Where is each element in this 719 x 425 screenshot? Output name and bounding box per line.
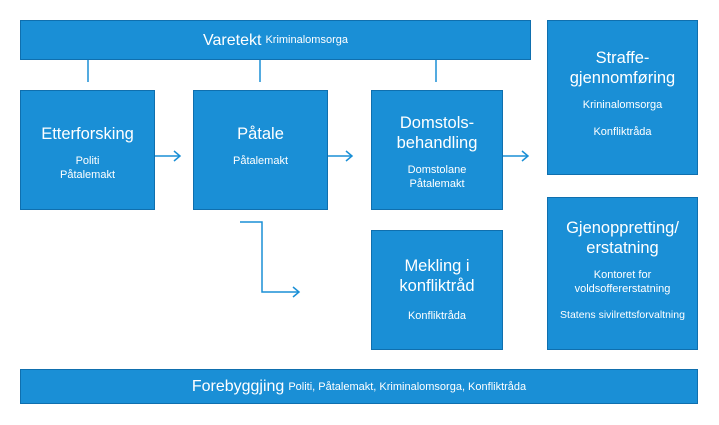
- forebyggjing-sub: Politi, Påtalemakt, Kriminalomsorga, Kon…: [288, 380, 527, 393]
- straffe-title-1: Straffe-: [595, 49, 650, 67]
- gjenoppretting-line-1: Kontoret for: [593, 269, 652, 281]
- patale-box: Påtale Påtalemakt: [193, 90, 328, 210]
- straffe-box: Straffe- gjennomføring Krininalomsorga K…: [547, 20, 698, 175]
- arrowhead-domstol-straffe: [521, 150, 530, 162]
- mekling-box: Mekling i konfliktråd Konfliktråda: [371, 230, 503, 350]
- etterforsking-line-2: Påtalemakt: [59, 169, 116, 181]
- arrowhead-patale-domstol: [345, 150, 354, 162]
- mekling-title-2: konfliktråd: [399, 277, 475, 295]
- gjenoppretting-line-2: voldsoffererstatning: [574, 283, 671, 295]
- domstol-title-1: Domstols-: [399, 114, 475, 132]
- varetekt-sub: Kriminalomsorga: [265, 34, 348, 46]
- gjenoppretting-title-2: erstatning: [586, 239, 659, 257]
- gjenoppretting-box: Gjenoppretting/ erstatning Kontoret for …: [547, 197, 698, 350]
- straffe-title-2: gjennomføring: [569, 69, 676, 87]
- gjenoppretting-title-1: Gjenoppretting/: [566, 219, 679, 237]
- varetekt-bar: Varetekt Kriminalomsorga: [20, 20, 531, 60]
- domstol-line-1: Domstolane: [407, 164, 467, 176]
- patale-title: Påtale: [237, 125, 284, 143]
- forebyggjing-title: Forebyggjing: [191, 378, 285, 395]
- patale-line-1: Påtalemakt: [232, 155, 289, 167]
- domstol-box: Domstols- behandling Domstolane Påtalema…: [371, 90, 503, 210]
- varetekt-title: Varetekt: [203, 31, 262, 49]
- domstol-line-2: Påtalemakt: [409, 178, 465, 190]
- gjenoppretting-line-3: Statens sivilrettsforvaltning: [560, 309, 685, 321]
- arrow-patale-mekling: [240, 221, 299, 293]
- straffe-line-2: Konfliktråda: [593, 126, 652, 138]
- etterforsking-line-1: Politi: [75, 155, 100, 167]
- domstol-title-2: behandling: [396, 134, 478, 152]
- mekling-title-1: Mekling i: [404, 257, 470, 275]
- etterforsking-title: Etterforsking: [41, 125, 134, 143]
- arrowhead-patale-mekling: [292, 286, 301, 298]
- mekling-line-1: Konfliktråda: [407, 310, 467, 322]
- forebyggjing-bar: Forebyggjing Politi, Påtalemakt, Krimina…: [20, 369, 698, 404]
- etterforsking-box: Etterforsking Politi Påtalemakt: [20, 90, 155, 210]
- arrowhead-etterforsking-patale: [173, 150, 182, 162]
- straffe-line-1: Krininalomsorga: [582, 99, 663, 111]
